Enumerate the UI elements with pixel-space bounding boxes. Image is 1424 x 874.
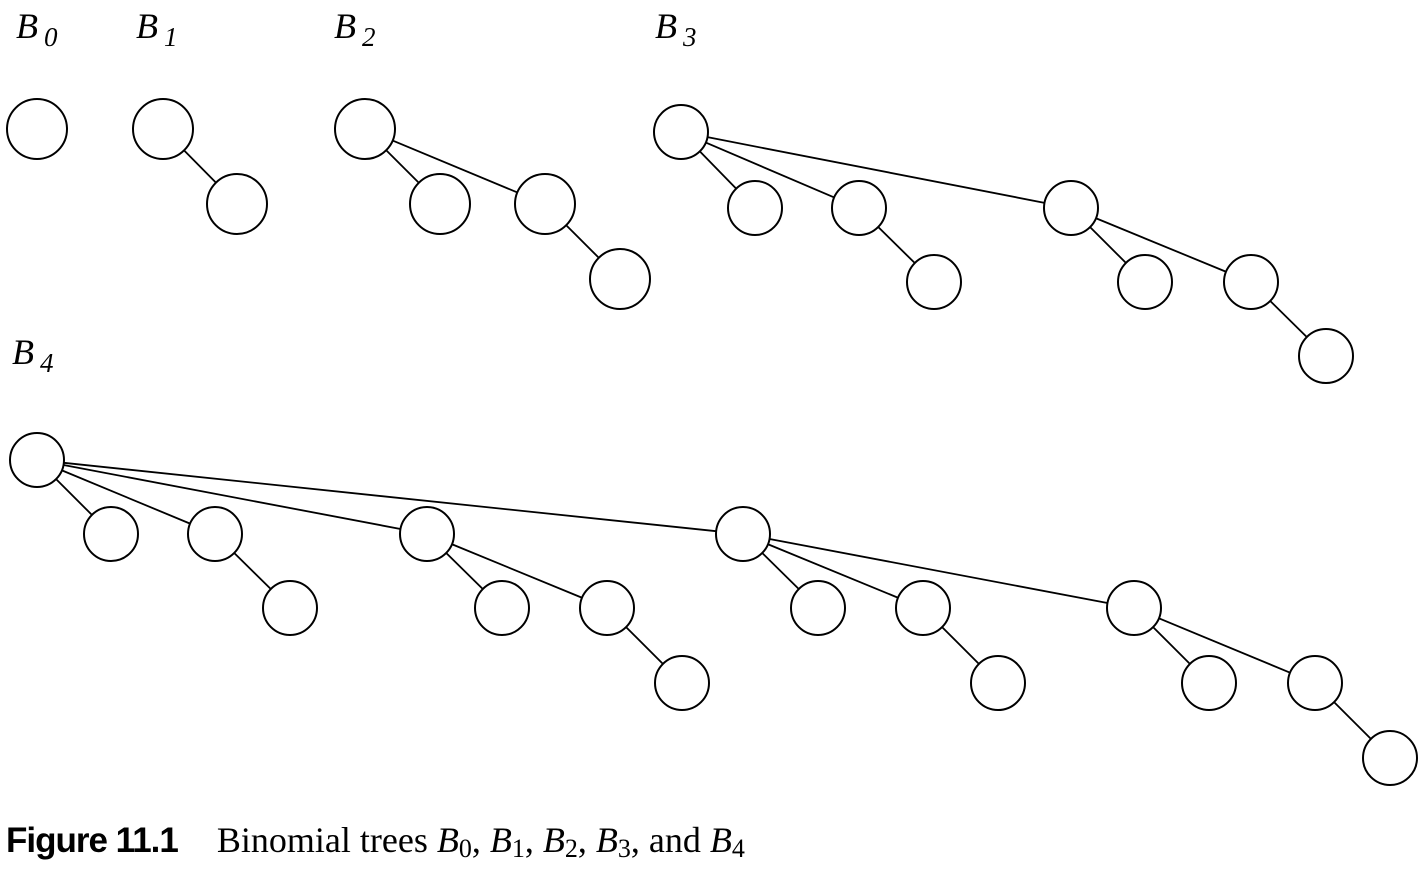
tree-node <box>474 580 530 636</box>
tree-label-subscript: 2 <box>362 22 376 52</box>
tree-node <box>83 506 139 562</box>
caption-text: Binomial trees <box>216 820 428 860</box>
caption-tree-name: B0 <box>436 820 472 863</box>
tree-node <box>1106 580 1162 636</box>
tree-node <box>727 180 783 236</box>
tree-edge <box>61 469 191 525</box>
caption-tree-subscript: 2 <box>564 834 578 863</box>
caption-tree-name: B4 <box>709 820 745 863</box>
tree-edge <box>451 543 583 599</box>
tree-label-letter: B <box>655 6 677 46</box>
tree-node <box>906 254 962 310</box>
tree-node <box>132 98 194 160</box>
tree-edge <box>941 626 980 665</box>
tree-node <box>715 506 771 562</box>
tree-node <box>790 580 846 636</box>
tree-edge <box>233 552 272 590</box>
tree-node <box>399 506 455 562</box>
tree-node <box>1223 254 1279 310</box>
tree-edge <box>761 552 800 590</box>
tree-node <box>206 173 268 235</box>
caption-separator: , and <box>630 820 710 860</box>
tree-node <box>262 580 318 636</box>
tree-label-letter: B <box>12 332 34 372</box>
tree-label-subscript: 0 <box>44 22 58 52</box>
caption-tree-subscript: 4 <box>731 834 745 863</box>
caption-tree-name: B3 <box>595 820 631 863</box>
tree-label-letter: B <box>334 6 356 46</box>
tree-label-letter: B <box>136 6 158 46</box>
tree-node <box>334 98 396 160</box>
tree-edge <box>63 464 401 530</box>
tree-b1 <box>132 98 268 235</box>
tree-b4 <box>9 432 1418 786</box>
tree-node <box>579 580 635 636</box>
tree-node <box>654 655 710 711</box>
tree-node <box>6 98 68 160</box>
tree-label-subscript: 4 <box>40 348 54 378</box>
caption-tree-name: B1 <box>489 820 525 863</box>
tree-edge <box>55 478 93 516</box>
tree-edge <box>1095 217 1227 273</box>
tree-edge <box>625 626 664 665</box>
tree-edge <box>1152 626 1191 665</box>
tree-edge <box>769 538 1108 604</box>
tree-edge <box>1269 300 1308 338</box>
tree-node <box>409 173 471 235</box>
tree-edge <box>1089 226 1127 264</box>
tree-node <box>1043 180 1099 236</box>
tree-b2 <box>334 98 651 310</box>
tree-edge <box>877 226 916 264</box>
tree-edge <box>385 149 420 184</box>
caption-tree-list: B0, B1, B2, B3, and B4 <box>436 820 745 863</box>
figure-number: Figure 11.1 <box>6 821 179 860</box>
tree-edge <box>1333 701 1372 740</box>
tree-node <box>1298 328 1354 384</box>
tree-edge <box>392 139 518 194</box>
tree-edge <box>707 136 1045 204</box>
tree-edge <box>1158 617 1291 674</box>
tree-node <box>1181 655 1237 711</box>
tree-label-subscript: 1 <box>164 22 178 52</box>
tree-b3 <box>653 104 1354 384</box>
tree-node <box>589 248 651 310</box>
caption-tree-subscript: 0 <box>458 834 472 863</box>
tree-edge <box>445 552 484 590</box>
tree-node <box>895 580 951 636</box>
tree-b0 <box>6 98 68 160</box>
tree-edge <box>63 461 717 533</box>
tree-label-subscript: 3 <box>682 22 697 52</box>
tree-edge <box>183 149 217 184</box>
caption-separator: , <box>471 820 490 860</box>
tree-edge <box>767 543 899 599</box>
tree-node <box>831 180 887 236</box>
tree-edge <box>699 150 737 190</box>
tree-edge <box>565 224 600 259</box>
tree-node <box>970 655 1026 711</box>
tree-node <box>9 432 65 488</box>
tree-node <box>1117 254 1173 310</box>
tree-node <box>187 506 243 562</box>
caption-tree-subscript: 3 <box>617 834 631 863</box>
tree-node <box>1362 730 1418 786</box>
caption-tree-name: B2 <box>542 820 578 863</box>
caption-separator: , <box>524 820 543 860</box>
tree-node <box>653 104 709 160</box>
caption-separator: , <box>577 820 596 860</box>
tree-edge <box>705 141 835 199</box>
figure-caption: Figure 11.1 Binomial trees B0, B1, B2, B… <box>6 822 745 862</box>
tree-node <box>1287 655 1343 711</box>
tree-label-letter: B <box>16 6 38 46</box>
caption-tree-subscript: 1 <box>511 834 525 863</box>
tree-node <box>514 173 576 235</box>
